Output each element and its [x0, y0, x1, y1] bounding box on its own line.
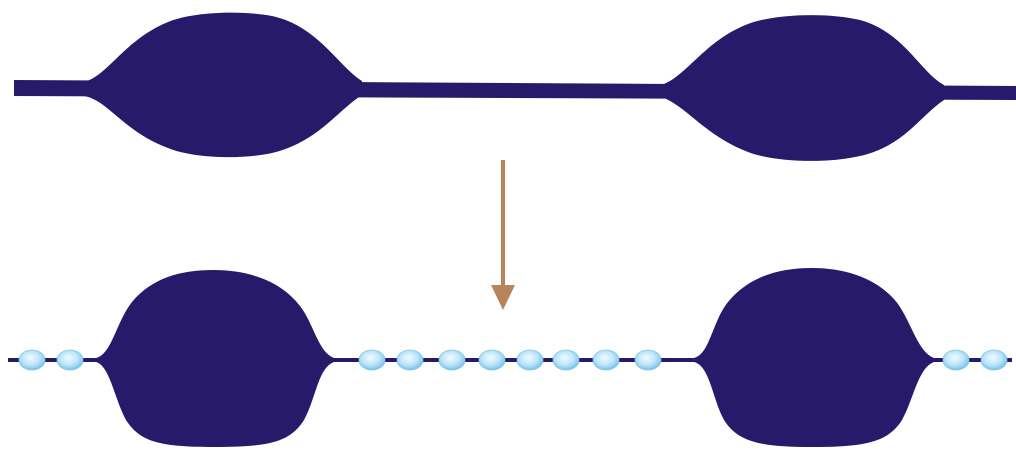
satellite-droplet: [942, 349, 970, 371]
satellite-droplet: [980, 349, 1008, 371]
bottom-bead-left: [96, 270, 334, 447]
top-swelling-left: [84, 12, 362, 158]
satellite-droplet: [438, 349, 466, 371]
satellite-droplet: [634, 349, 662, 371]
satellite-droplet: [396, 349, 424, 371]
satellite-droplet: [516, 349, 544, 371]
bottom-row: [8, 268, 1012, 447]
satellite-droplet: [478, 349, 506, 371]
satellite-droplet: [358, 349, 386, 371]
bottom-bead-right: [694, 268, 934, 447]
satellite-droplet: [592, 349, 620, 371]
satellite-droplet: [18, 349, 46, 371]
satellite-droplet: [552, 349, 580, 371]
top-swelling-right: [664, 15, 944, 161]
satellite-droplets: [18, 349, 1008, 371]
satellite-droplet: [56, 349, 84, 371]
arrow-down-icon: [491, 160, 515, 310]
arrow-head: [491, 285, 515, 310]
top-row: [14, 12, 1016, 161]
